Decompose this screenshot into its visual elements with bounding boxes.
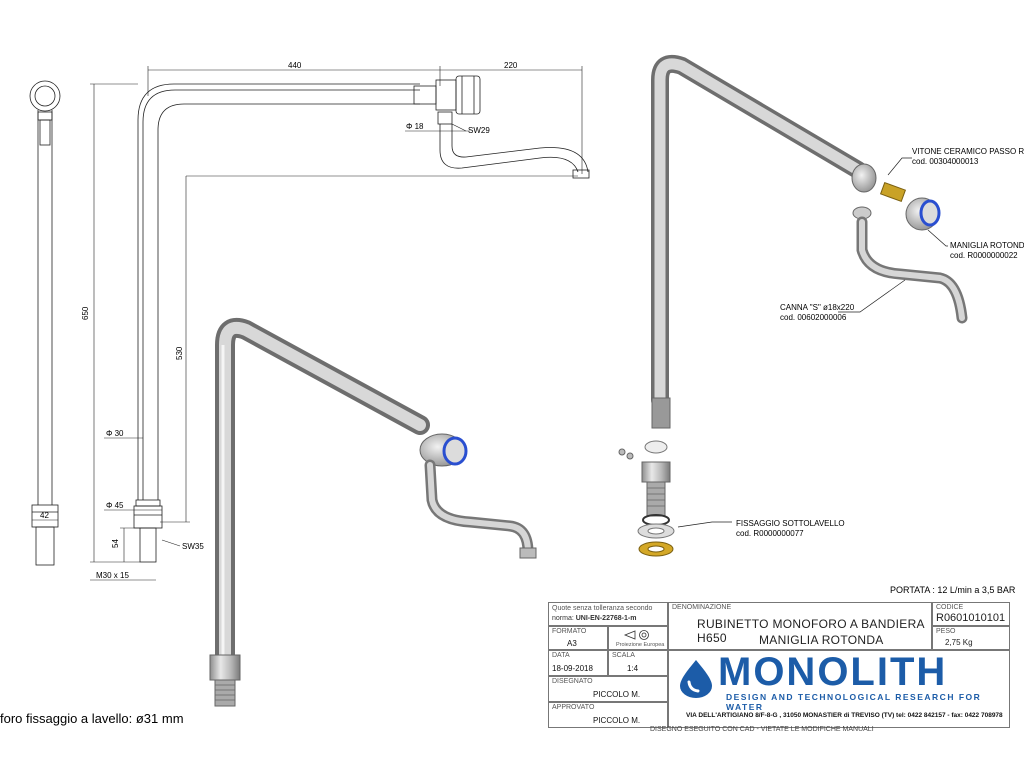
sink-hole-note: foro fissaggio a lavello: ø31 mm [0,711,184,726]
flow-rate-note: PORTATA : 12 L/min a 3,5 BAR [890,585,1016,595]
cad-footer-note: DISEGNO ESEGUITO CON CAD - VIETATE LE MO… [650,726,874,733]
denominazione-label: DENOMINAZIONE [672,604,732,611]
faucet-3d-render [209,318,537,707]
product-weight: 2,75 Kg [945,638,973,647]
scale-value: 1:4 [627,664,639,673]
peso-label: PESO [936,628,956,635]
codice-cell: CODICE R0601010101 [932,602,1010,626]
codice-label: CODICE [936,604,964,611]
formato-cell: FORMATO A3 [548,626,608,650]
projection-cell: Proiezione Europea [608,626,668,650]
handle-blue-ring-exploded [919,199,941,227]
dim-440: 440 [288,61,302,70]
projection-symbol-icon [623,630,649,640]
formato-value: A3 [567,639,577,648]
callout-vitone-name: VITONE CERAMICO PASSO RAPIDO DX [912,147,1024,156]
drawn-by: PICCOLO M. [593,690,641,699]
projection-label: Proiezione Europea [616,642,665,648]
callout-maniglia-code: cod. R0000000022 [950,251,1018,260]
tolerance-line1: Quote senza tolleranza secondo [552,605,653,612]
disegnato-label: DISEGNATO [552,678,593,685]
dim-530: 530 [175,346,184,360]
product-code: R0601010101 [936,612,1006,624]
dim-220: 220 [504,61,518,70]
product-title-line1: RUBINETTO MONOFORO A BANDIERA H650 [697,617,925,645]
callout-canna-name: CANNA "S" ø18x220 [780,303,855,312]
tolerance-cell: Quote senza tolleranza secondo norma: UN… [548,602,668,626]
dim-sw29: SW29 [468,126,490,135]
callout-vitone-code: cod. 00304000013 [912,157,979,166]
disegnato-cell: DISEGNATO PICCOLO M. [548,676,668,702]
approved-by: PICCOLO M. [593,716,641,725]
dimension-lines [32,66,583,581]
callout-maniglia-name: MANIGLIA ROTONDA (BLU) [950,241,1024,250]
denominazione-cell: DENOMINAZIONE RUBINETTO MONOFORO A BANDI… [668,602,932,650]
callout-fissaggio-code: cod. R0000000077 [736,529,804,538]
brand-logo-text: MONOLITH [718,650,948,694]
exploded-view: VITONE CERAMICO PASSO RAPIDO DX cod. 003… [618,54,1024,557]
dim-m30: M30 x 15 [96,571,129,580]
handle-blue-ring [442,436,468,466]
dim-phi30: Φ 30 [106,429,124,438]
ceramic-cartridge [879,181,907,203]
data-label: DATA [552,652,570,659]
brand-tagline: DESIGN AND TECHNOLOGICAL RESEARCH FOR WA… [726,692,982,712]
front-view [133,75,590,563]
date-value: 18-09-2018 [552,664,593,673]
approvato-label: APPROVATO [552,704,595,711]
callout-fissaggio-name: FISSAGGIO SOTTOLAVELLO [736,519,845,528]
peso-cell: PESO 2,75 Kg [932,626,1010,650]
dim-42: 42 [40,511,49,520]
company-address: VIA DELL'ARTIGIANO 8/F-8-G , 31050 MONAS… [686,712,1003,719]
scala-cell: SCALA 1:4 [608,650,668,676]
logo-cell [668,650,1010,728]
tolerance-norm: UNI-EN-22768-1-m [575,615,637,622]
dim-54: 54 [111,539,120,548]
product-title-line2: MANIGLIA ROTONDA [759,633,884,647]
side-view [29,80,61,566]
scala-label: SCALA [612,652,635,659]
approvato-cell: APPROVATO PICCOLO M. [548,702,668,728]
dim-phi45: Φ 45 [106,501,124,510]
data-cell: DATA 18-09-2018 [548,650,608,676]
dim-sw35: SW35 [182,542,204,551]
callout-canna-code: cod. 00602000006 [780,313,847,322]
water-drop-logo-icon [680,660,712,698]
tolerance-prefix: norma: [552,615,576,622]
dim-650: 650 [81,306,90,320]
dimension-labels: 440 220 650 530 Φ 18 SW29 Φ 30 Φ 45 42 5… [40,61,518,580]
dim-phi18: Φ 18 [406,122,424,131]
title-block: Quote senza tolleranza secondo norma: UN… [548,602,1010,733]
formato-label: FORMATO [552,628,587,635]
